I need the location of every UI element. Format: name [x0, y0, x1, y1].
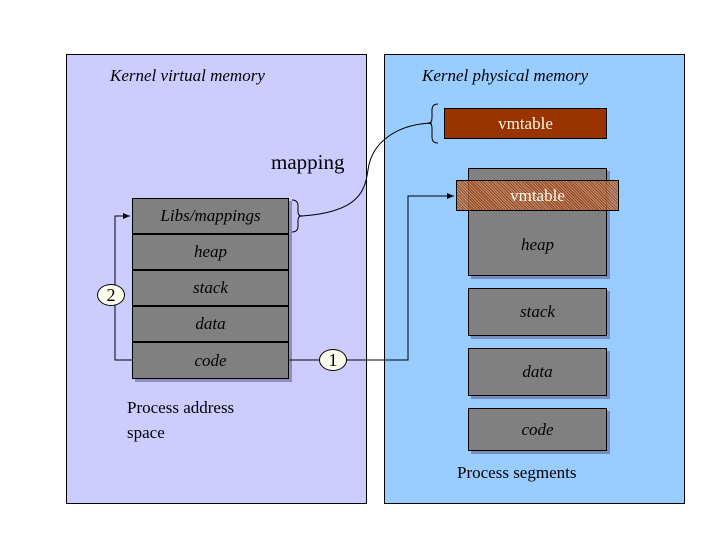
- process-address-space-label-line1: Process address: [127, 398, 235, 417]
- libs-brace: [291, 199, 303, 233]
- mapping-curve: [301, 122, 433, 217]
- vas-segment-heap: heap: [132, 234, 289, 270]
- vas-segment-libs-mappings: Libs/mappings: [132, 198, 289, 234]
- process-segments-label: Process segments: [457, 463, 577, 482]
- phys-segment-data: data: [468, 348, 607, 396]
- vas-segment-data: data: [132, 306, 289, 342]
- kernel-virtual-memory-title: Kernel virtual memory: [110, 66, 265, 85]
- step1-marker: 1: [319, 349, 347, 371]
- process-address-space-label-line2: space: [127, 423, 165, 442]
- vmtable-kernel-block: vmtable: [444, 108, 607, 139]
- vmtable-overlay-block: vmtable: [456, 180, 619, 211]
- phys-segment-stack: stack: [468, 288, 607, 336]
- phys-segment-code: code: [468, 408, 607, 451]
- vas-segment-code: code: [132, 342, 289, 379]
- step2-marker: 2: [97, 284, 125, 306]
- mapping-label: mapping: [271, 150, 345, 174]
- vas-segment-stack: stack: [132, 270, 289, 306]
- kernel-physical-memory-title: Kernel physical memory: [422, 66, 589, 85]
- vmtable-brace: [427, 103, 439, 144]
- arrow-step1: [289, 193, 454, 361]
